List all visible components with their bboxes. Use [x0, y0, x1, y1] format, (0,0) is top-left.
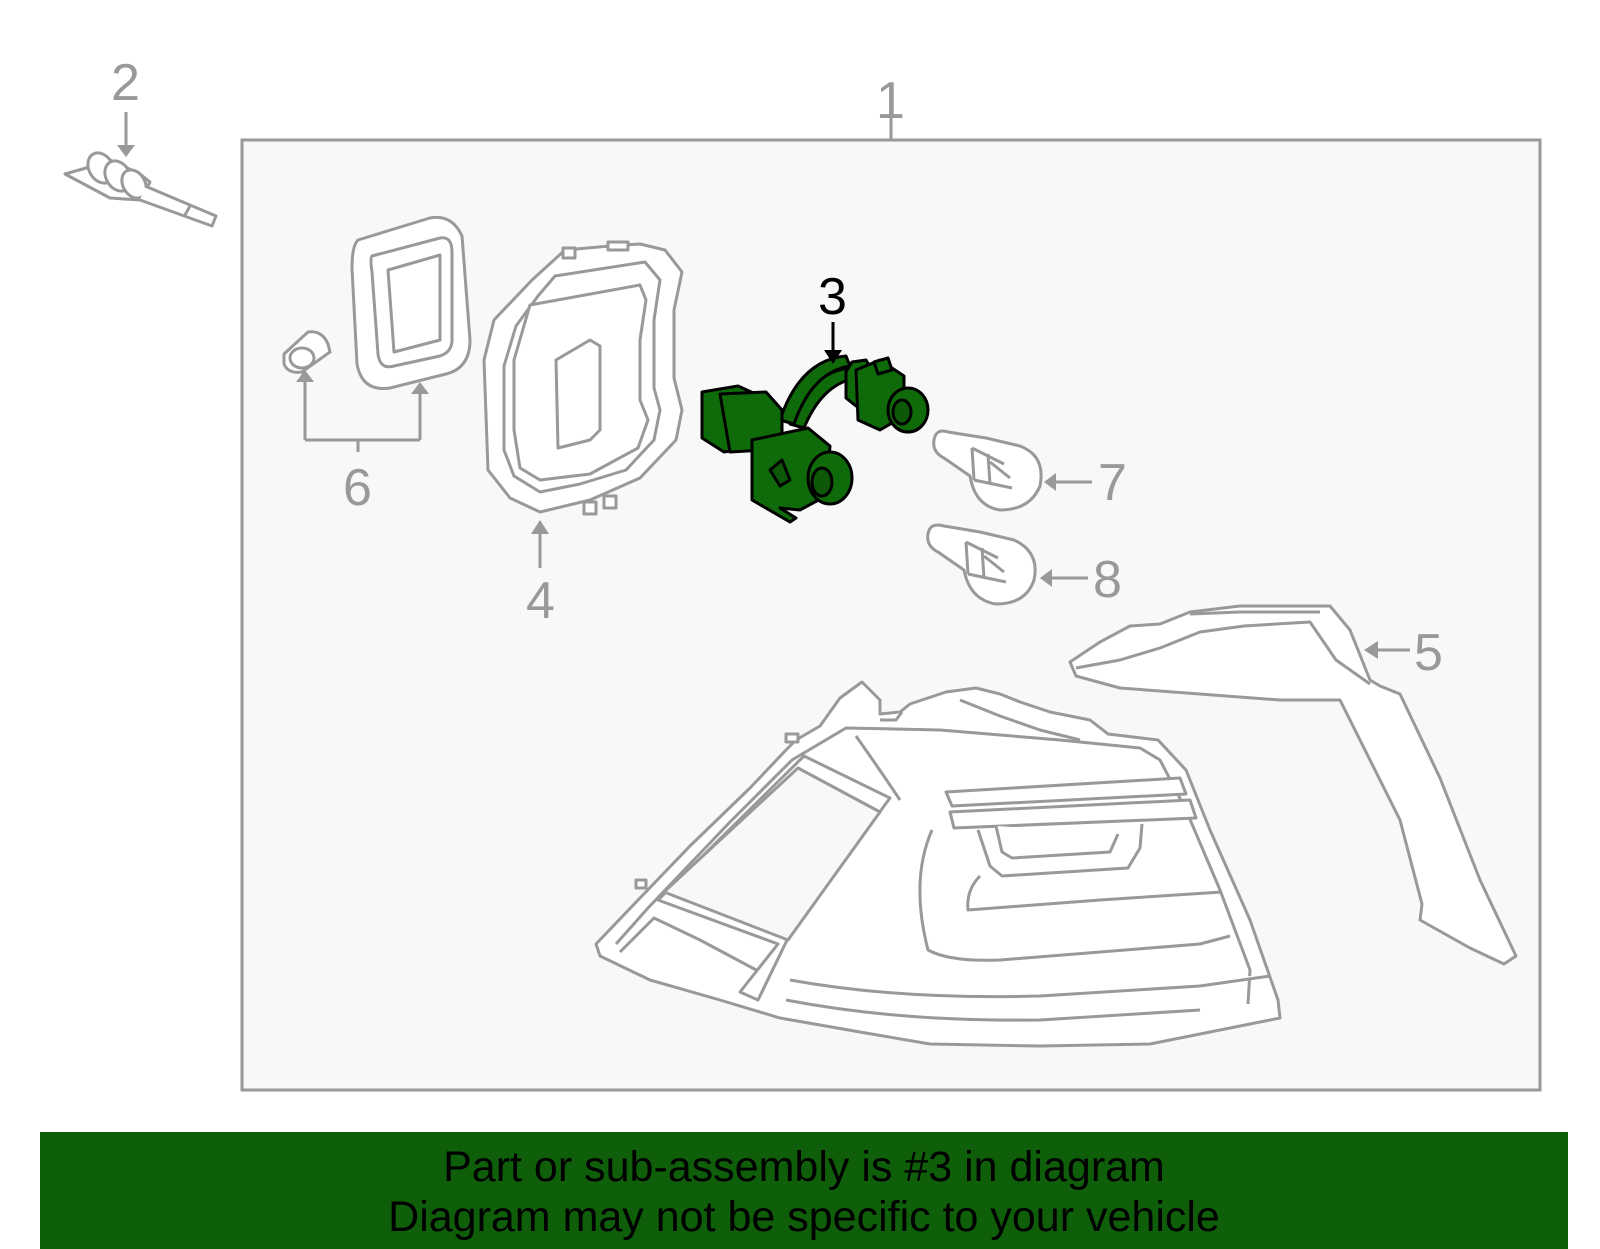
part-4-bulb-carrier[interactable]	[482, 240, 684, 516]
callout-6[interactable]: 6	[296, 370, 429, 517]
tail-lamp-housing[interactable]	[594, 680, 1282, 1048]
callout-8[interactable]: 8	[1040, 551, 1122, 609]
callout-7[interactable]: 7	[1044, 454, 1127, 512]
callout-5[interactable]: 5	[1364, 624, 1443, 682]
callout-1[interactable]: 1	[876, 72, 905, 140]
part-3-wiring-harness[interactable]	[700, 354, 930, 524]
callout-2[interactable]: 2	[111, 54, 140, 157]
callout-4-number: 4	[526, 572, 555, 630]
part-2-socket[interactable]	[63, 148, 218, 228]
part-7-bulb[interactable]	[932, 429, 1043, 512]
callout-8-number: 8	[1093, 551, 1122, 609]
banner-line-1: Part or sub-assembly is #3 in diagram	[443, 1143, 1165, 1191]
callout-6-number: 6	[343, 459, 372, 517]
banner-line-2: Diagram may not be specific to your vehi…	[388, 1193, 1220, 1241]
parts-diagram: 1 2 6	[63, 54, 1542, 1092]
callout-2-number: 2	[111, 54, 140, 112]
callout-3[interactable]: 3	[818, 268, 847, 364]
part-6-gasket[interactable]	[350, 215, 472, 390]
part-5-trim[interactable]	[1068, 604, 1518, 966]
callout-3-number: 3	[818, 268, 847, 326]
info-banner: Part or sub-assembly is #3 in diagram Di…	[40, 1132, 1568, 1249]
callout-5-number: 5	[1414, 624, 1443, 682]
callout-1-number: 1	[876, 72, 905, 130]
part-8-bulb[interactable]	[926, 523, 1037, 606]
callout-7-number: 7	[1098, 454, 1127, 512]
callout-4[interactable]: 4	[526, 520, 555, 630]
part-6-grommet[interactable]	[282, 330, 332, 374]
